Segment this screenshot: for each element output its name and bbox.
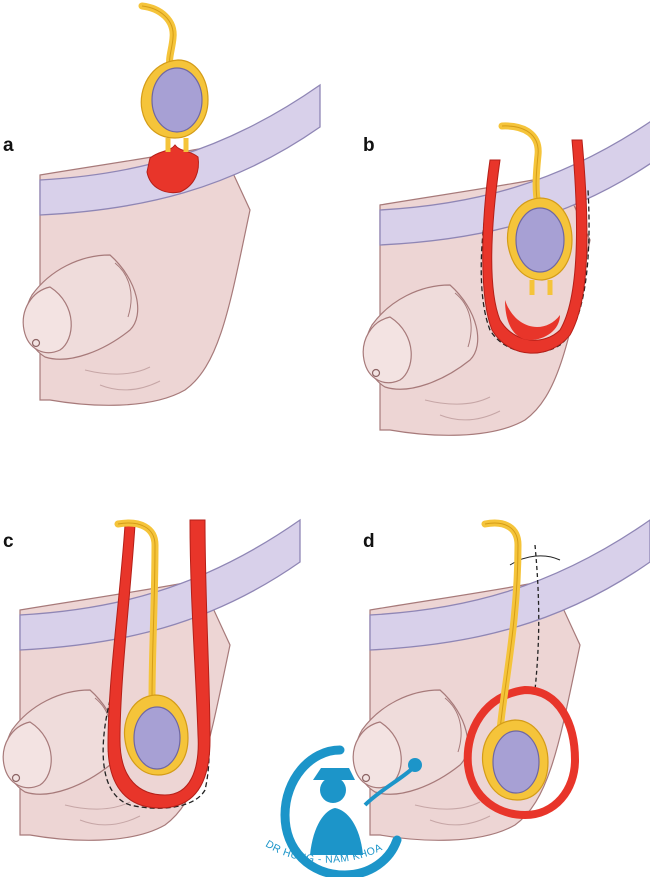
panel-b: b	[362, 114, 650, 436]
suture-line	[534, 544, 540, 691]
panel-label: b	[363, 135, 375, 156]
panel-c: c	[2, 519, 301, 841]
panel-label: d	[363, 531, 375, 552]
hernia-sac	[482, 139, 588, 354]
incision-outline	[480, 174, 590, 354]
testis	[133, 706, 181, 770]
spermatic-cord	[138, 2, 177, 74]
anatomy-body	[362, 114, 650, 436]
hernia-sac	[463, 685, 580, 820]
testis	[515, 207, 565, 273]
panel-d: d	[352, 519, 650, 841]
testis	[151, 67, 203, 133]
testis	[492, 730, 540, 794]
panel-label: c	[3, 531, 14, 552]
hernia-sac	[107, 519, 211, 809]
watermark-logo	[280, 745, 422, 877]
panel-a: a	[3, 2, 321, 406]
panel-label: a	[3, 135, 14, 156]
